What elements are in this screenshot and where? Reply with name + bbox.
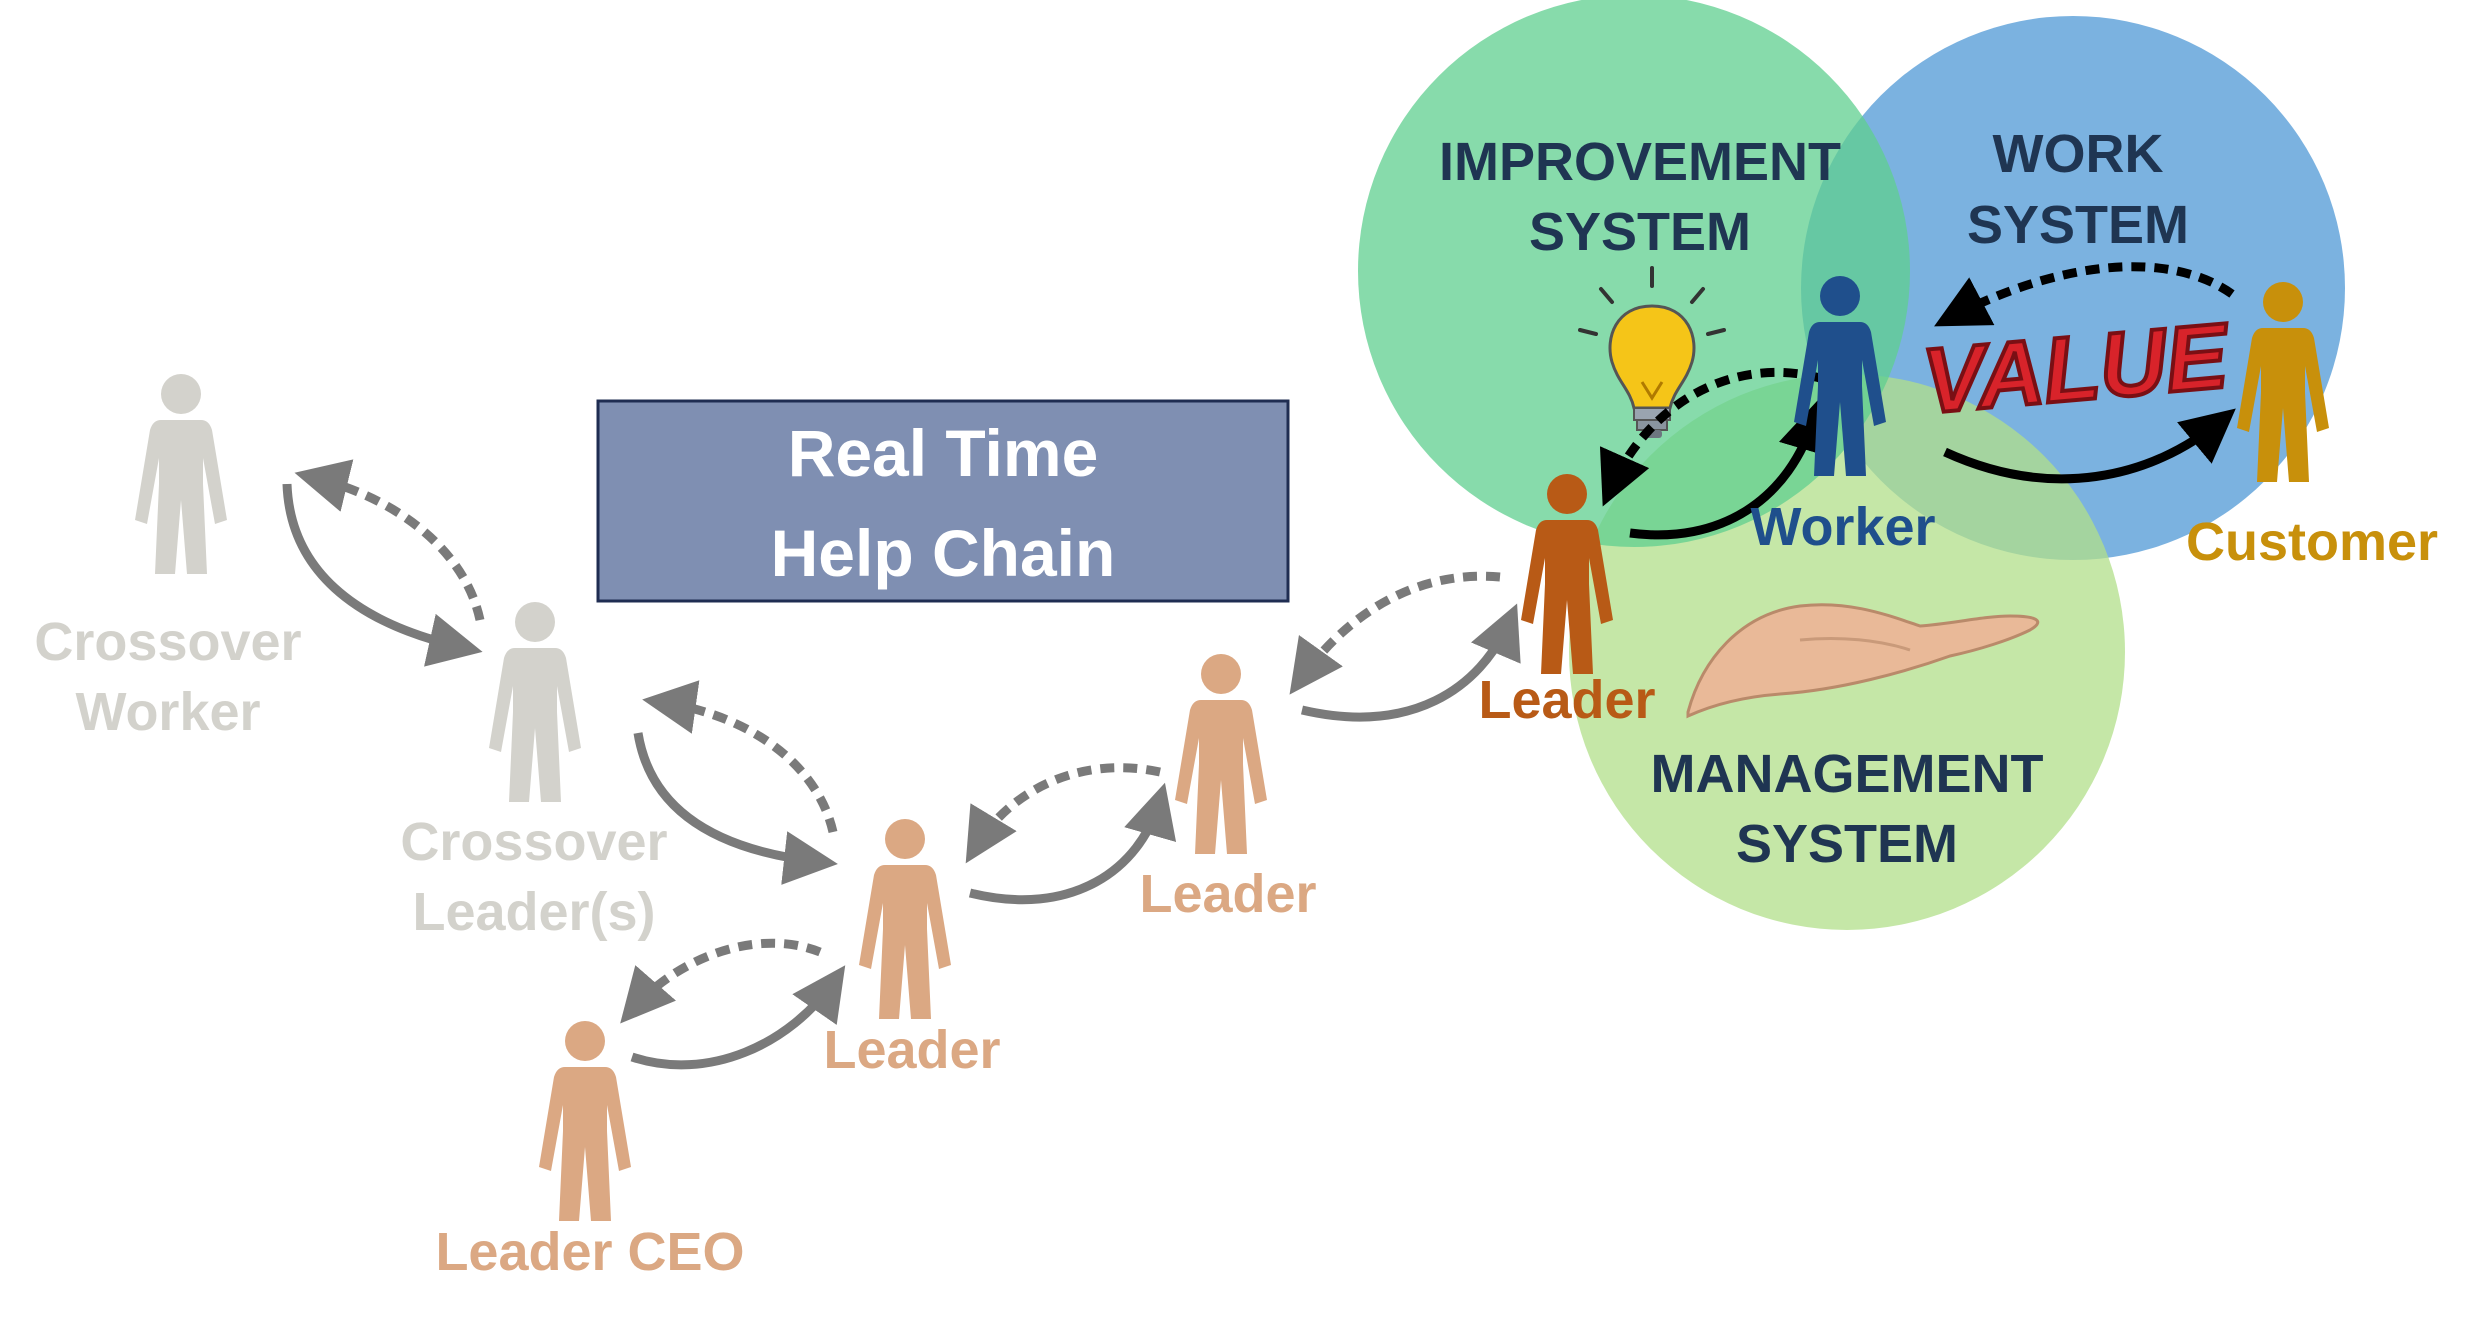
crossover-worker-label-1: Crossover xyxy=(34,612,301,672)
arrow-solid-worker-to-customer xyxy=(1943,408,2236,484)
arrow-solid-crossover-worker xyxy=(282,483,483,667)
help-chain-arrows xyxy=(282,459,1521,1070)
improvement-system-label-1: IMPROVEMENT xyxy=(1439,132,1841,192)
leader-ceo-label: Leader CEO xyxy=(435,1222,744,1282)
management-system-label-1: MANAGEMENT xyxy=(1651,744,2044,804)
work-system-label-1: WORK xyxy=(1993,124,2164,184)
arrow-solid-leader-to-worker xyxy=(1629,397,1831,540)
arrow-dotted-ceo xyxy=(620,938,822,1024)
arrow-dotted-leader-upper xyxy=(1289,571,1501,695)
arrow-solid-leader-upper xyxy=(1300,603,1521,722)
leader-upper-label: Leader xyxy=(1139,864,1316,924)
crossover-worker-figure xyxy=(135,374,227,574)
customer-label: Customer xyxy=(2186,512,2438,572)
crossover-leader-figure xyxy=(489,602,581,802)
lightbulb-icon xyxy=(1578,266,1726,438)
title-line-1: Real Time xyxy=(788,416,1099,490)
improvement-system-circle xyxy=(1358,0,1910,547)
arrow-dotted-crossover-leader xyxy=(642,680,838,834)
management-system-label-2: SYSTEM xyxy=(1736,814,1958,874)
arrow-solid-leader-mid xyxy=(968,782,1177,905)
improvement-system-label-2: SYSTEM xyxy=(1529,202,1751,262)
leader-ceo-figure xyxy=(539,1021,631,1221)
arrow-dotted-leader-mid xyxy=(965,763,1161,864)
crossover-leader-label-1: Crossover xyxy=(400,812,667,872)
leader-front-label: Leader xyxy=(1478,670,1655,730)
crossover-worker-label-2: Worker xyxy=(75,682,260,742)
leader-mid-label: Leader xyxy=(823,1020,1000,1080)
title-box: Real Time Help Chain xyxy=(596,399,1290,603)
crossover-leader-label-2: Leader(s) xyxy=(412,882,655,942)
arrow-dotted-crossover-worker xyxy=(294,459,485,621)
worker-label: Worker xyxy=(1750,497,1935,557)
open-hand-icon xyxy=(1686,603,2040,719)
leader-mid-figure xyxy=(859,819,951,1019)
title-line-2: Help Chain xyxy=(771,516,1116,590)
system-arrows xyxy=(1599,262,2236,540)
arrow-dotted-customer-to-worker xyxy=(1934,262,2235,327)
leader-upper-figure xyxy=(1175,654,1267,854)
arrow-solid-crossover-leader xyxy=(633,732,838,885)
system-labels: IMPROVEMENT SYSTEM WORK SYSTEM MANAGEMEN… xyxy=(1439,124,2189,874)
arrow-solid-ceo xyxy=(630,965,846,1070)
arrow-dotted-worker-to-leader xyxy=(1599,367,1822,507)
work-system-label-2: SYSTEM xyxy=(1967,195,2189,255)
person-labels: Crossover Worker Crossover Leader(s) Lea… xyxy=(34,497,2438,1282)
